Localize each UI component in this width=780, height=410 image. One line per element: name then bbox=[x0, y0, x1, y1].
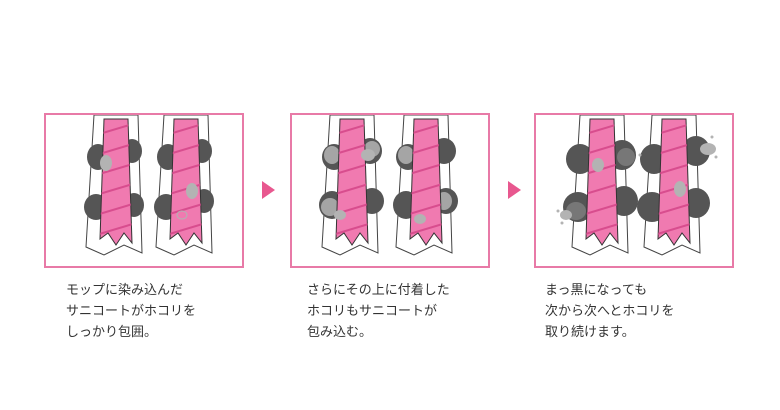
step-1-panel bbox=[44, 113, 244, 268]
caption-line: モップに染み込んだ bbox=[66, 283, 184, 298]
step-2-caption: さらにその上に付着した ホコリもサニコートが 包み込む。 bbox=[307, 280, 507, 343]
next-arrow-1 bbox=[262, 181, 275, 199]
step-3-illustration bbox=[556, 115, 718, 256]
caption-line: さらにその上に付着した bbox=[307, 283, 450, 298]
caption-line: まっ黒になっても bbox=[545, 283, 648, 298]
caption-line: しっかり包囲。 bbox=[66, 325, 158, 340]
caption-line: 包み込む。 bbox=[307, 325, 373, 340]
step-2-illustration bbox=[319, 115, 458, 256]
next-arrow-2 bbox=[508, 181, 521, 199]
step-3-caption: まっ黒になっても 次から次へとホコリを 取り続けます。 bbox=[545, 280, 745, 343]
caption-line: 次から次へとホコリを bbox=[545, 304, 675, 319]
caption-line: サニコートがホコリを bbox=[66, 304, 197, 319]
caption-line: ホコリもサニコートが bbox=[307, 304, 438, 319]
step-3-panel bbox=[534, 113, 734, 268]
step-1-illustration bbox=[84, 115, 214, 256]
step-1-caption: モップに染み込んだ サニコートがホコリを しっかり包囲。 bbox=[66, 280, 266, 343]
caption-line: 取り続けます。 bbox=[545, 325, 635, 340]
step-2-panel bbox=[290, 113, 490, 268]
